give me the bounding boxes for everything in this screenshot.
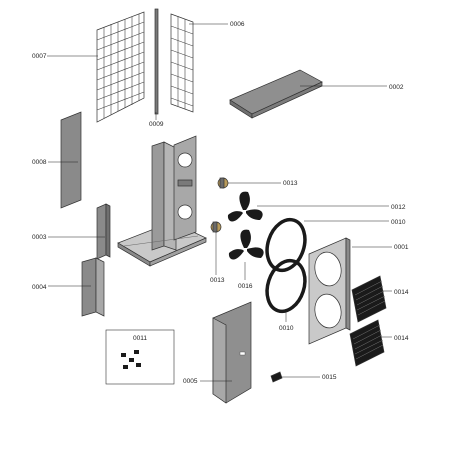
label-0002: 0002 xyxy=(389,84,404,91)
part-fan-grille-lower xyxy=(349,319,385,367)
part-fastener-kit xyxy=(105,329,175,385)
label-0001: 0001 xyxy=(394,244,409,251)
part-small-clip xyxy=(270,371,283,383)
leader-lines xyxy=(47,23,392,382)
part-partition xyxy=(96,203,111,260)
label-0012: 0012 xyxy=(391,204,406,211)
label-0009: 0009 xyxy=(149,121,164,128)
label-0010-upper: 0010 xyxy=(391,219,406,226)
part-fan-grille-upper xyxy=(351,275,387,323)
part-side-panel xyxy=(60,111,82,209)
part-front-panel xyxy=(308,237,351,345)
part-fan-blade-lower xyxy=(228,229,264,260)
label-0005: 0005 xyxy=(183,378,198,385)
part-wire-grille-small xyxy=(170,13,194,113)
label-0014-upper: 0014 xyxy=(394,289,409,296)
part-fan-ring-lower xyxy=(265,258,307,314)
part-fan-motor-upper xyxy=(217,177,229,189)
part-base-frame xyxy=(117,135,207,267)
part-fan-motor-lower xyxy=(210,221,222,233)
label-0010-lower: 0010 xyxy=(279,325,294,332)
part-top-cover xyxy=(229,69,323,119)
part-wire-grille-large xyxy=(96,11,145,123)
label-0007: 0007 xyxy=(32,53,47,60)
label-0006: 0006 xyxy=(230,21,245,28)
part-fan-ring-upper xyxy=(265,217,307,273)
label-0003: 0003 xyxy=(32,234,47,241)
label-0014-lower: 0014 xyxy=(394,335,409,342)
label-0013-upper: 0013 xyxy=(283,180,298,187)
part-bracket xyxy=(81,257,105,317)
label-0011: 0011 xyxy=(133,335,147,342)
label-0016: 0016 xyxy=(238,283,253,290)
part-support-rod xyxy=(154,8,159,115)
part-fan-blade-upper xyxy=(227,191,263,222)
label-0015: 0015 xyxy=(322,374,337,381)
label-0008: 0008 xyxy=(32,159,47,166)
label-0013-lower: 0013 xyxy=(210,277,225,284)
label-0004: 0004 xyxy=(32,284,47,291)
part-front-side-panel xyxy=(212,301,252,404)
